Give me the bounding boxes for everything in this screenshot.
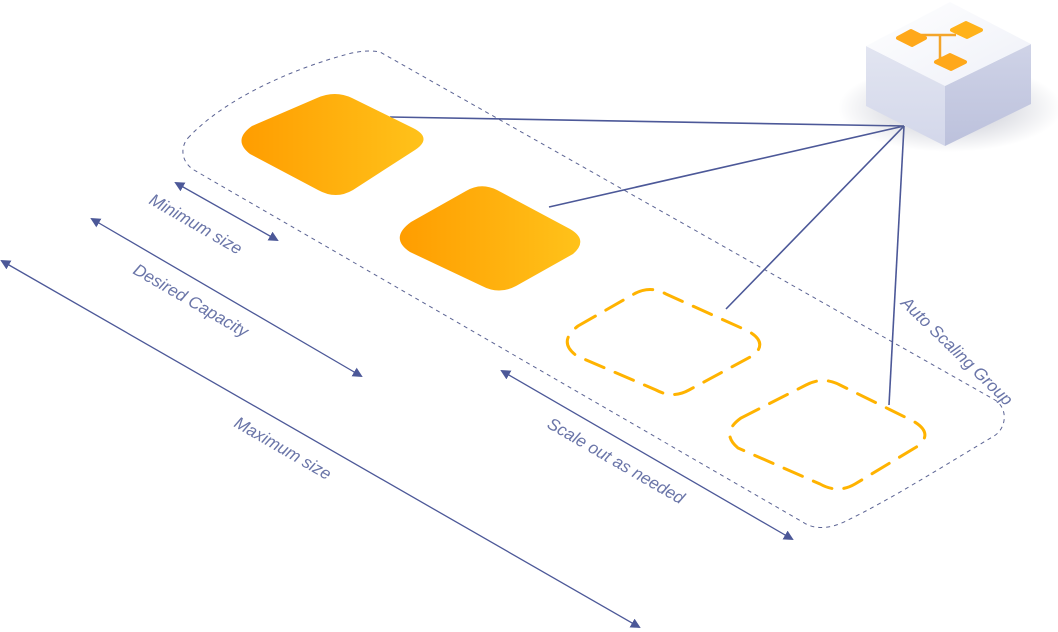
connector-line-3 [725,125,905,310]
standby-instance-1 [565,288,762,396]
instance-tile-icon [399,186,581,291]
connector-line-1 [389,116,905,127]
auto-scaling-controller [838,2,1058,152]
minimum-size-label: Minimum size [146,190,245,258]
connector-line-2 [548,125,905,208]
controller-cube-top-face [866,2,1031,86]
maximum-size-label: Maximum size [231,413,335,484]
desired-capacity-label: Desired Capacity [130,260,253,342]
controller-cube-left-face [866,46,945,146]
auto-scaling-cube-icon [896,21,983,71]
scale-out-arrow [500,369,794,541]
controller-cube-right-face [945,44,1031,146]
connector-line-4 [888,125,905,406]
standby-instance-outline [728,379,927,491]
running-instance-1 [241,94,424,195]
connector-lines [389,116,905,406]
instance-tile-icon [241,94,424,195]
standby-instance-2 [728,379,927,491]
auto-scaling-group-label: Auto Scaling Group [897,293,1017,410]
maximum-size-arrow [0,260,641,628]
standby-instance-outline [565,288,762,396]
scale-out-label: Scale out as needed [544,414,688,508]
dimension-arrows [0,182,794,628]
running-instance-2 [399,186,581,291]
